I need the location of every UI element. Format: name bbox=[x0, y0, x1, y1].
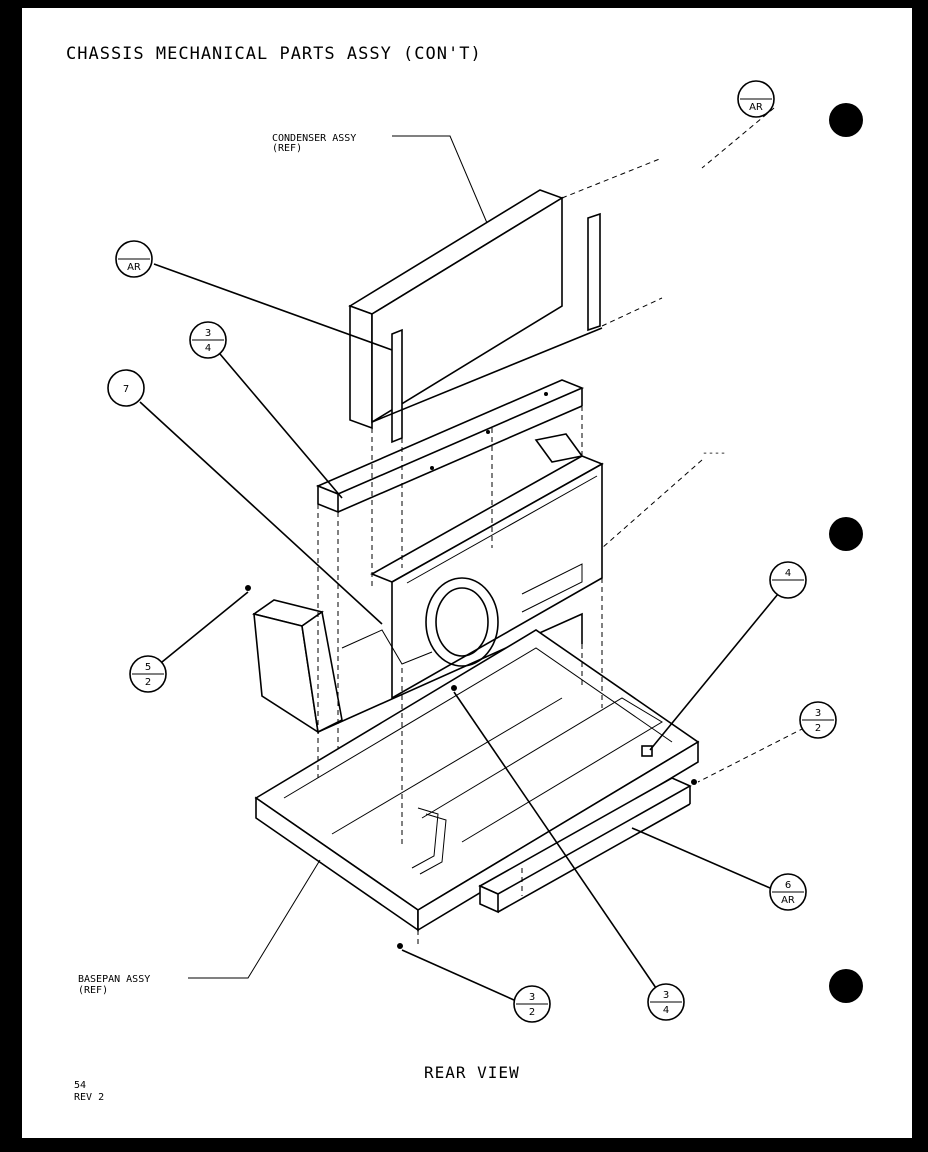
parts-diagram-page: CHASSIS MECHANICAL PARTS ASSY (CON'T) CO… bbox=[22, 8, 912, 1138]
svg-text:2: 2 bbox=[145, 677, 151, 688]
callout-three-four-bottom[interactable]: 3 4 bbox=[453, 691, 685, 1021]
alignment-lines bbox=[317, 406, 603, 948]
callout-left-upper[interactable]: AR bbox=[115, 240, 393, 351]
callout-three-four-upper[interactable]: 3 4 bbox=[189, 321, 343, 499]
svg-text:4: 4 bbox=[663, 1005, 669, 1016]
callout-five-two[interactable]: 5 2 bbox=[129, 591, 249, 693]
view-caption: REAR VIEW bbox=[424, 1063, 520, 1082]
revision-label: REV 2 bbox=[74, 1092, 104, 1103]
binder-hole-bottom bbox=[829, 969, 863, 1003]
rear-panel-shroud bbox=[370, 433, 604, 700]
svg-text:3: 3 bbox=[663, 990, 669, 1001]
svg-text:7: 7 bbox=[123, 384, 129, 395]
svg-text:3: 3 bbox=[205, 328, 211, 339]
svg-text:AR: AR bbox=[127, 262, 141, 273]
svg-text:AR: AR bbox=[749, 102, 763, 113]
svg-text:AR: AR bbox=[781, 895, 795, 906]
condenser-leader-line bbox=[392, 135, 491, 231]
callout-top-right[interactable]: AR bbox=[701, 80, 775, 169]
basepan-leader-line bbox=[188, 859, 321, 979]
callout-seven[interactable]: 7 bbox=[107, 369, 383, 625]
panel-leader-line bbox=[601, 459, 703, 549]
svg-text:3: 3 bbox=[529, 992, 535, 1003]
svg-text:4: 4 bbox=[785, 568, 791, 579]
binder-hole-middle bbox=[829, 517, 863, 551]
condenser-ref-label: (REF) bbox=[272, 143, 302, 154]
fasteners bbox=[245, 392, 697, 949]
top-rail bbox=[315, 379, 585, 514]
svg-text:5: 5 bbox=[145, 662, 151, 673]
callout-ar-right[interactable]: 6 AR bbox=[631, 827, 807, 911]
svg-text:2: 2 bbox=[529, 1007, 535, 1018]
condenser-coil bbox=[348, 157, 663, 444]
front-rail bbox=[478, 777, 692, 914]
basepan-ref-label: (REF) bbox=[78, 985, 108, 996]
left-shroud-piece bbox=[252, 599, 583, 734]
svg-text:2: 2 bbox=[815, 723, 821, 734]
svg-text:3: 3 bbox=[815, 708, 821, 719]
condenser-label: CONDENSER ASSY bbox=[272, 133, 356, 144]
svg-text:4: 4 bbox=[205, 343, 211, 354]
exploded-view-diagram: CHASSIS MECHANICAL PARTS ASSY (CON'T) CO… bbox=[66, 44, 863, 1103]
callout-three-two-right[interactable]: 3 2 bbox=[697, 701, 837, 783]
callout-right-upper[interactable]: 4 bbox=[649, 561, 807, 751]
binder-hole-top bbox=[829, 103, 863, 137]
basepan-label: BASEPAN ASSY bbox=[78, 974, 150, 985]
panel-label-text: ---- bbox=[702, 448, 726, 459]
page-number: 54 bbox=[74, 1080, 86, 1091]
callout-three-two-bottom[interactable]: 3 2 bbox=[401, 949, 551, 1023]
diagram-title: CHASSIS MECHANICAL PARTS ASSY (CON'T) bbox=[66, 44, 482, 64]
svg-text:6: 6 bbox=[785, 880, 791, 891]
